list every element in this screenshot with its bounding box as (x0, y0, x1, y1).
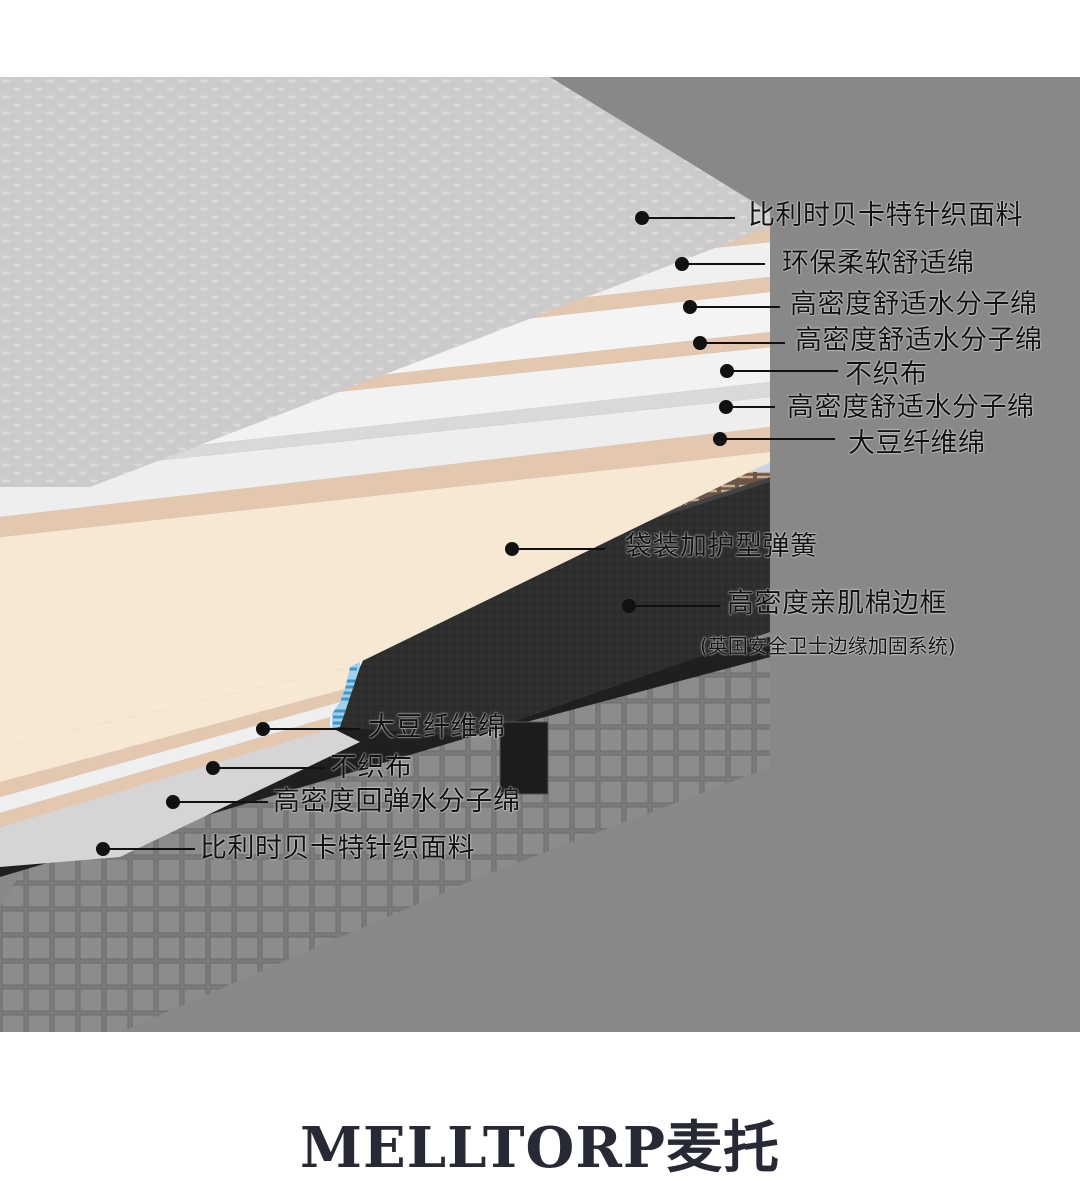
label-top-hd-foam-1: 高密度舒适水分子绵 (790, 289, 1038, 320)
label-bottom-nonwoven: 不织布 (330, 752, 413, 783)
mattress-illustration (0, 77, 838, 1032)
label-frame-note: (英国安全卫士边缘加固系统) (700, 634, 956, 658)
label-bottom-knit-fabric: 比利时贝卡特针织面料 (200, 833, 475, 864)
mattress-layer-diagram: 比利时贝卡特针织面料 环保柔软舒适绵 高密度舒适水分子绵 高密度舒适水分子绵 不… (0, 77, 1080, 1032)
layer-foam-3 (0, 397, 770, 517)
label-top-knit-fabric: 比利时贝卡特针织面料 (748, 200, 1023, 231)
layer-top-fabric (0, 77, 770, 487)
label-foam-frame: 高密度亲肌棉边框 (727, 588, 947, 619)
label-top-hd-foam-3: 高密度舒适水分子绵 (787, 392, 1035, 423)
label-top-soy-foam: 大豆纤维绵 (848, 428, 986, 459)
label-top-soft-foam: 环保柔软舒适绵 (782, 248, 975, 279)
mattress-base (0, 637, 770, 1032)
brand-name: MELLTORP麦托 (300, 1115, 780, 1181)
label-pocket-springs: 袋装加护型弹簧 (625, 531, 818, 562)
label-top-nonwoven: 不织布 (845, 359, 928, 390)
bottom-fabric (0, 727, 360, 867)
foam-frame (340, 472, 770, 737)
label-top-hd-foam-2: 高密度舒适水分子绵 (795, 325, 1043, 356)
label-bottom-soy-foam: 大豆纤维绵 (368, 712, 506, 743)
brand-tag (499, 721, 549, 795)
layer-soy (0, 452, 770, 747)
bottom-soy (0, 667, 350, 782)
label-bottom-hd-foam: 高密度回弹水分子绵 (273, 786, 521, 817)
callout-lines (96, 211, 838, 856)
